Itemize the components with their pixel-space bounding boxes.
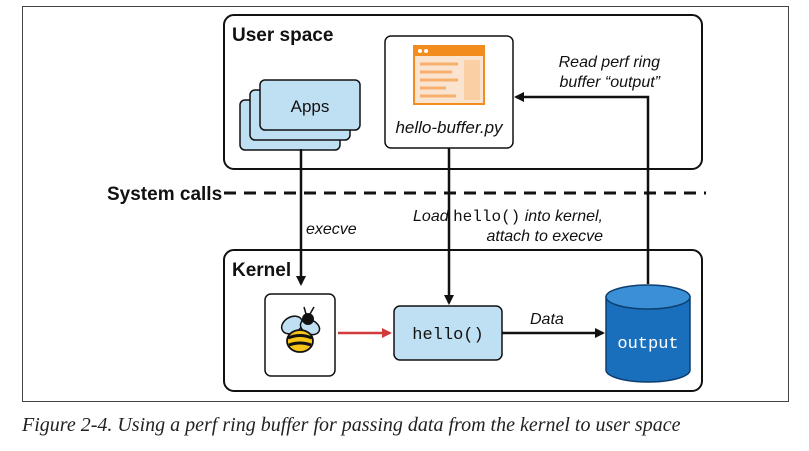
load-label: Load hello() into kernel, — [413, 208, 603, 226]
apps-label: Apps — [291, 97, 330, 116]
kernel-label: Kernel — [232, 260, 291, 281]
hello-function-label: hello() — [412, 326, 483, 345]
read-arrow — [514, 92, 650, 284]
attach-label: attach to execve — [486, 228, 603, 245]
apps-stack: Apps — [239, 79, 361, 151]
apps-box-front — [259, 79, 361, 131]
read-label-line1: Read perf ring — [559, 54, 660, 71]
load-label-code: hello() — [453, 208, 520, 226]
user-space-label: User space — [232, 25, 333, 46]
output-buffer-cylinder: output — [605, 284, 691, 383]
system-calls-label: System calls — [107, 184, 222, 205]
data-label: Data — [530, 311, 564, 328]
load-label-suffix: into kernel, — [520, 208, 603, 225]
load-label-prefix: Load — [413, 208, 453, 225]
program-window-icon — [413, 45, 485, 105]
figure-frame — [22, 6, 789, 402]
program-label: hello-buffer.py — [395, 118, 504, 137]
figure-caption: Figure 2-4. Using a perf ring buffer for… — [22, 414, 681, 436]
output-label: output — [617, 335, 678, 354]
ebpf-bee-icon — [280, 306, 321, 353]
execve-label: execve — [306, 221, 357, 238]
read-label-line2: buffer “output” — [560, 74, 661, 91]
